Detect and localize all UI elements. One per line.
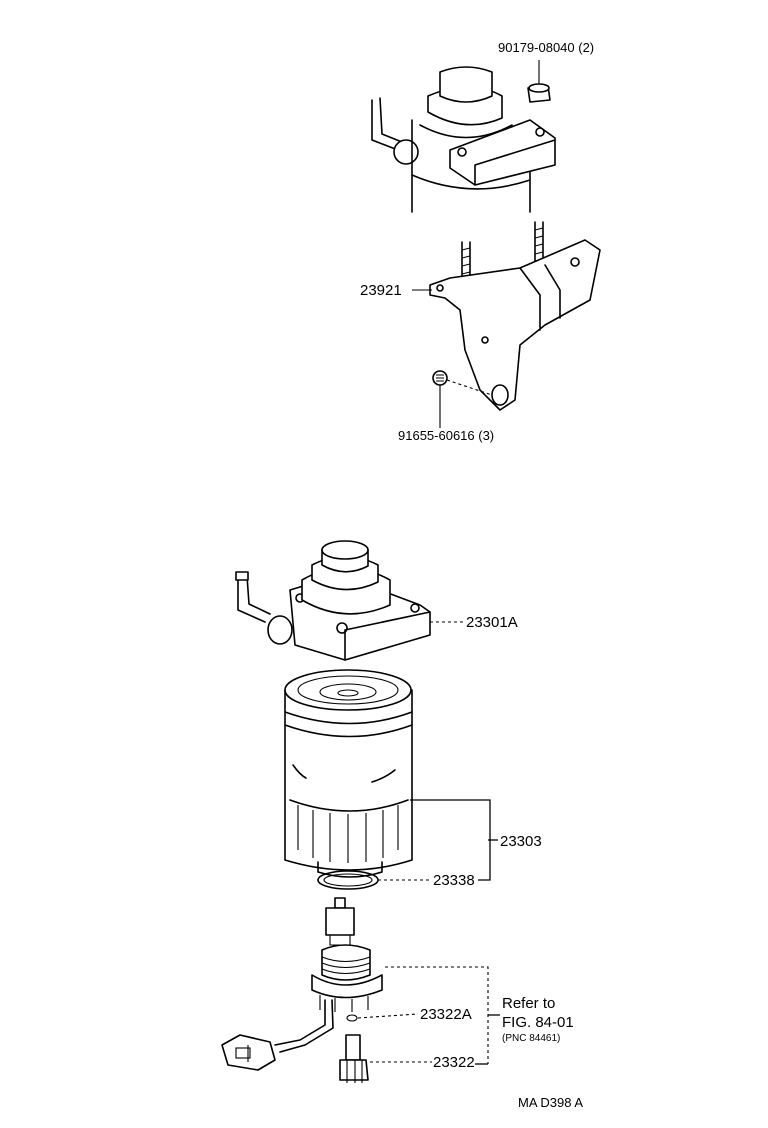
filter-element-drawing	[284, 669, 413, 878]
label-bracket: 23921	[360, 282, 402, 299]
sensor-plug-drawing	[221, 897, 383, 1083]
o-ring-drawing	[317, 870, 379, 890]
filter-head-installed-drawing	[371, 60, 556, 213]
filter-head-drawing	[235, 540, 431, 661]
label-o-ring: 23338	[433, 872, 475, 889]
figure-code: MA D398 A	[518, 1095, 583, 1110]
label-drain-plug: 23322	[433, 1054, 475, 1071]
label-bolt-top: 90179-08040 (2)	[498, 40, 594, 55]
leader-lines	[357, 289, 500, 1065]
label-filter-head: 23301A	[466, 614, 518, 631]
label-filter-assy: 23303	[500, 833, 542, 850]
label-bolt-bracket: 91655-60616 (3)	[398, 428, 494, 443]
callout-labels: 90179-08040 (2) 23921 91655-60616 (3) 23…	[360, 40, 594, 1110]
label-refer-line1: Refer to	[502, 995, 555, 1012]
bracket-drawing	[429, 221, 601, 428]
label-drain-plug-o-ring: 23322A	[420, 1006, 472, 1023]
label-refer-line2: FIG. 84-01	[502, 1014, 574, 1031]
label-refer-line3: (PNC 84461)	[502, 1033, 560, 1044]
